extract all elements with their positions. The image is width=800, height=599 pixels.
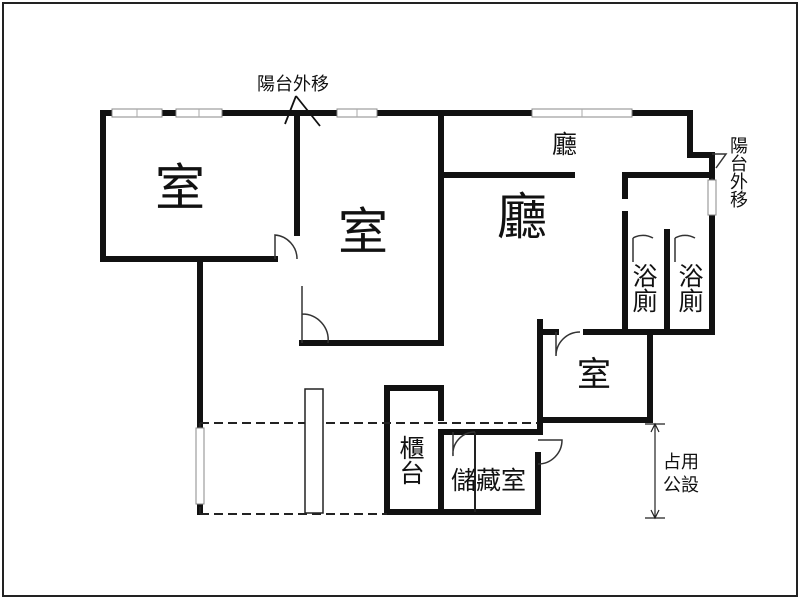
balcony-right-label: 陽台外移 (727, 136, 748, 208)
door-room2 (301, 286, 329, 344)
doors (274, 153, 728, 465)
bath-1-label: 浴廁 (629, 263, 658, 313)
balcony-marker (284, 95, 321, 127)
occupied-public-label: 占用公設 (663, 452, 699, 496)
bath-2-label: 浴廁 (675, 263, 704, 313)
balcony-top-label: 陽台外移 (257, 74, 329, 95)
room-3-label: 室 (577, 355, 611, 395)
cabinet-label: 櫃台 (396, 435, 425, 485)
door-storage (452, 431, 476, 457)
room-2-label: 室 (338, 203, 388, 261)
window-mullions (136, 109, 583, 117)
door-room3 (555, 331, 581, 357)
door-balcony-right (712, 153, 728, 169)
window-6 (195, 427, 205, 505)
pillar (304, 388, 324, 514)
window-5 (707, 179, 717, 216)
storage-label: 儲藏室 (451, 466, 527, 495)
dimension-line (645, 422, 665, 520)
living-top-label: 廳 (552, 130, 578, 159)
living-main-label: 廳 (497, 188, 547, 246)
door-bath2 (674, 234, 696, 262)
door-bath1 (632, 234, 654, 262)
door-room1 (274, 234, 298, 260)
door-storage-side (537, 439, 563, 465)
room-1-label: 室 (155, 159, 205, 217)
